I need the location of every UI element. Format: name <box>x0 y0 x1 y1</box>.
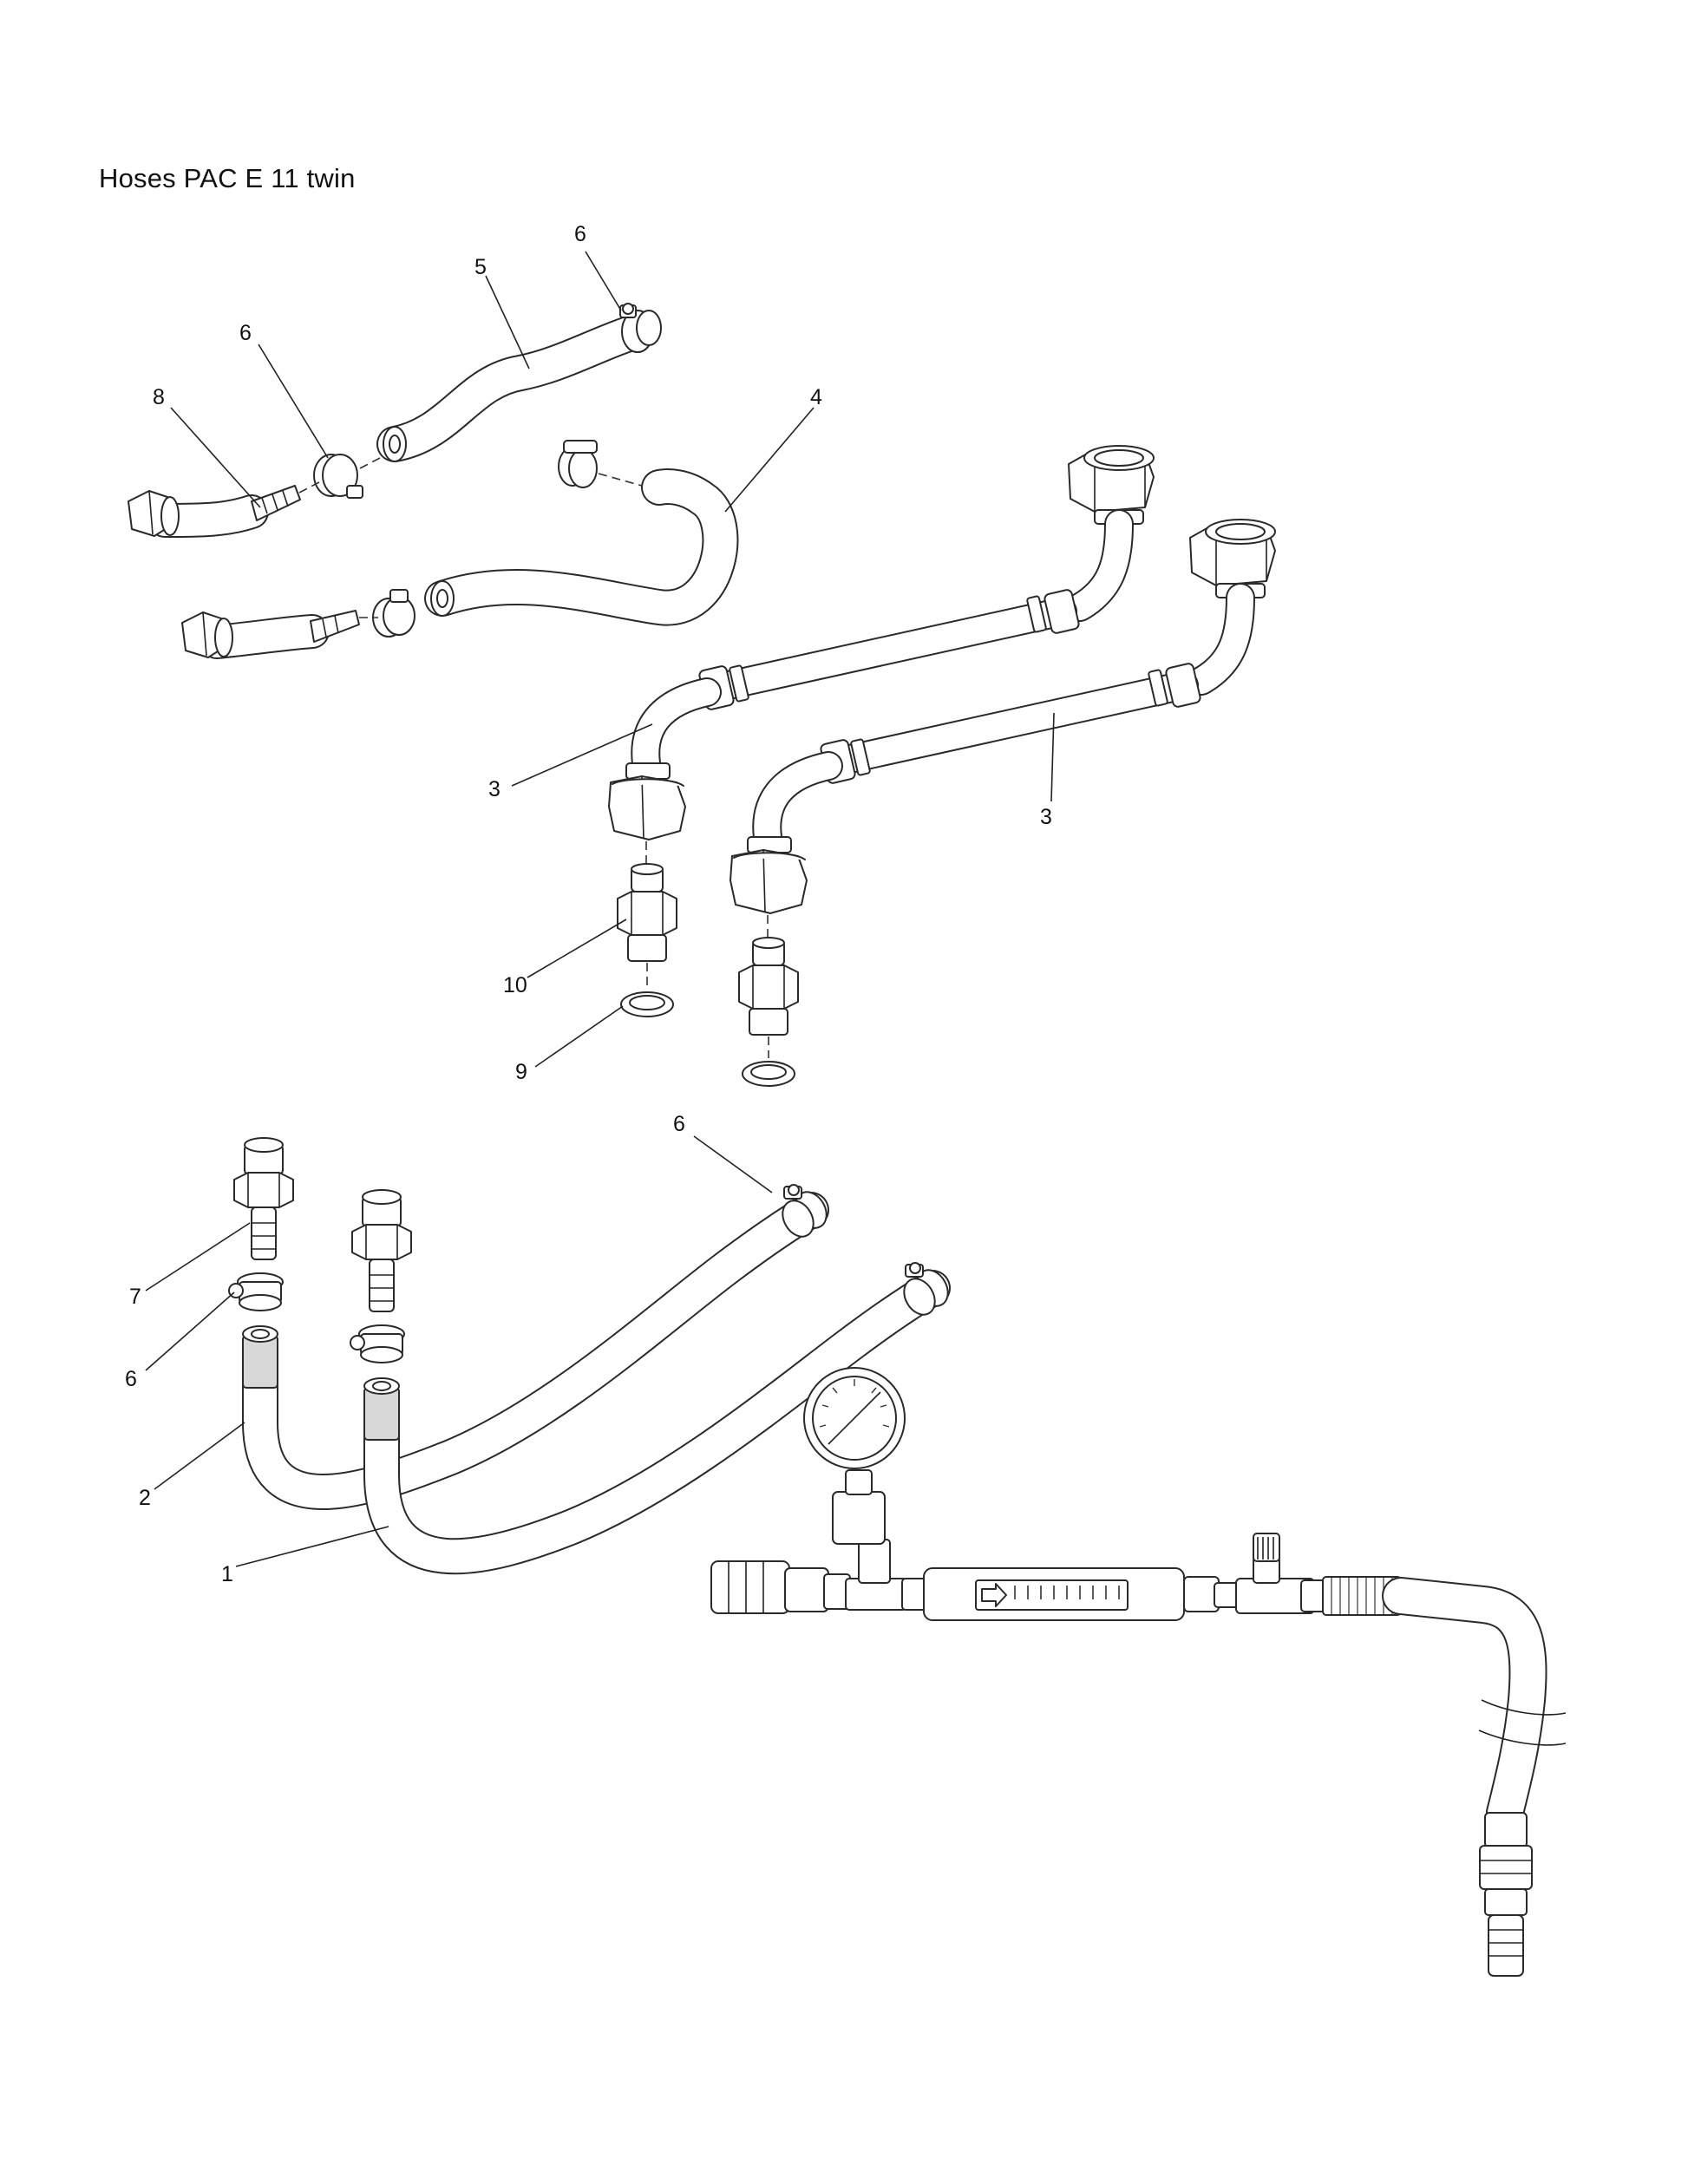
callout-6: 6 <box>239 321 252 345</box>
flow-meter-icon <box>975 1579 1129 1611</box>
callout-10: 10 <box>503 973 527 997</box>
callout-9: 9 <box>515 1060 527 1084</box>
callout-5: 5 <box>474 255 487 279</box>
callout-6: 6 <box>574 222 586 246</box>
callout-1: 1 <box>221 1562 233 1586</box>
callout-8: 8 <box>153 385 165 409</box>
callout-7: 7 <box>129 1285 141 1309</box>
callout-6: 6 <box>673 1112 685 1136</box>
hose-1-assembly <box>350 1189 951 1575</box>
callout-leaders <box>145 251 1055 1567</box>
callout-4: 4 <box>810 385 822 409</box>
page-title: Hoses PAC E 11 twin <box>99 163 356 193</box>
callout-6: 6 <box>125 1367 137 1391</box>
hose-5-assembly <box>128 303 662 538</box>
callout-3: 3 <box>488 777 501 801</box>
hose-4-assembly <box>181 440 739 659</box>
gauge-icon <box>803 1367 906 1469</box>
flow-meter-assembly <box>710 1367 1567 1977</box>
pipe-3-right <box>730 519 1276 1087</box>
callout-2: 2 <box>139 1486 151 1510</box>
hose-2-assembly <box>228 1137 829 1510</box>
callout-3: 3 <box>1040 805 1052 829</box>
callout-labels: 6 5 6 8 4 3 3 10 9 6 7 6 2 1 <box>125 222 1052 1586</box>
pipe-3-left <box>608 445 1155 1017</box>
